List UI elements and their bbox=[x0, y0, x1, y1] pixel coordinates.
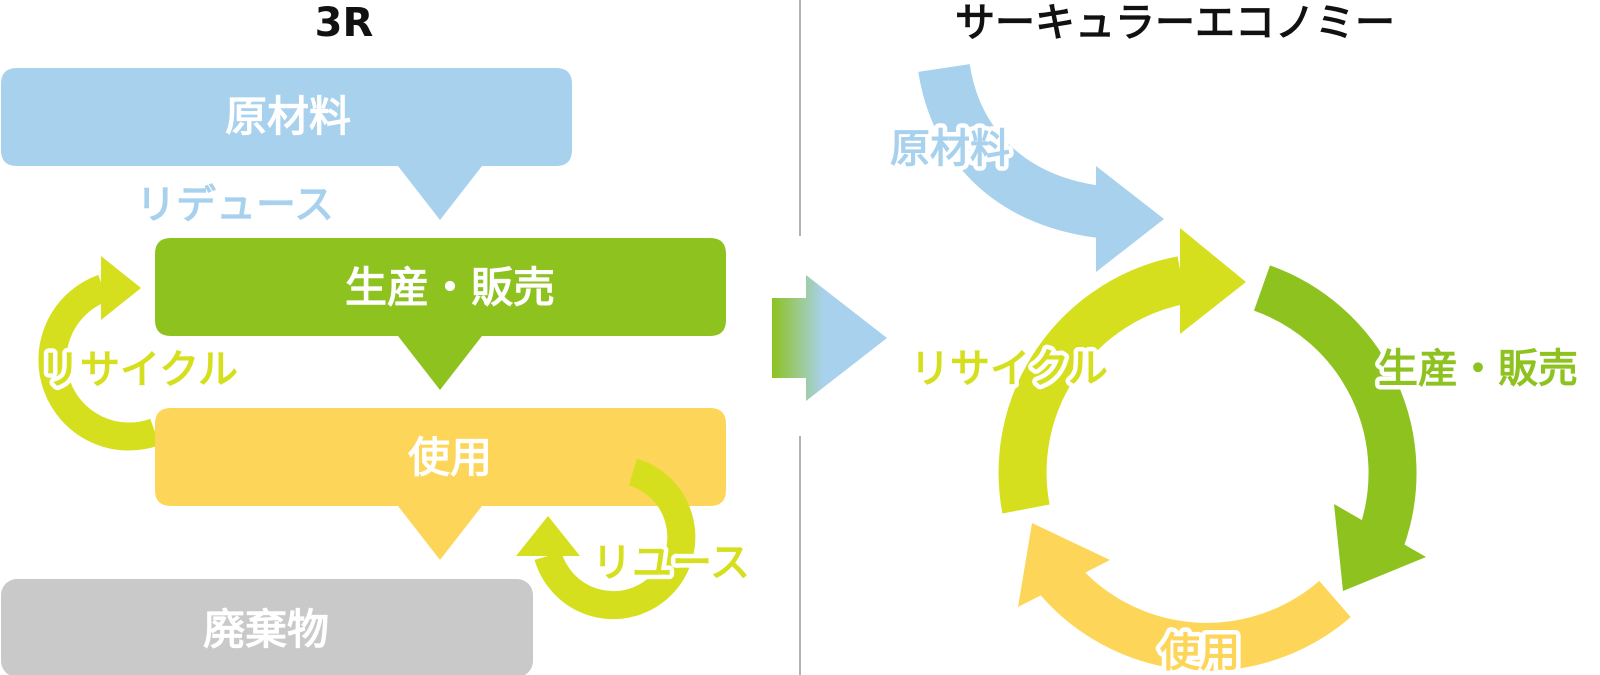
raw-material-label-right: 原材料 bbox=[890, 126, 1010, 172]
reuse-loop-arrow bbox=[516, 458, 696, 620]
production-sales-label: 生産・販売 bbox=[345, 263, 555, 312]
raw-material-box bbox=[1, 68, 572, 220]
production-sales-box bbox=[155, 238, 726, 390]
recycle-label-left: リサイクル bbox=[40, 347, 238, 393]
use-label: 使用 bbox=[408, 433, 492, 482]
reduce-label: リデュース bbox=[136, 182, 334, 228]
recycle-loop-arrow bbox=[38, 256, 160, 451]
cycle-arrow-use bbox=[1018, 523, 1351, 671]
waste-label: 廃棄物 bbox=[203, 605, 329, 654]
recycle-label-right: リサイクル bbox=[910, 346, 1108, 392]
use-box bbox=[155, 408, 726, 560]
cycle-arrow-production-sales bbox=[1253, 265, 1426, 591]
left-title: 3R bbox=[315, 0, 374, 46]
production-sales-label-right: 生産・販売 bbox=[1378, 346, 1578, 392]
right-title: サーキュラーエコノミー bbox=[955, 0, 1395, 46]
waste-box bbox=[1, 579, 533, 675]
transition-arrow bbox=[772, 275, 887, 401]
cycle-arrow-recycle bbox=[998, 228, 1246, 514]
reuse-label: リユース bbox=[592, 540, 750, 586]
use-label-right: 使用 bbox=[1160, 630, 1240, 675]
raw-material-label: 原材料 bbox=[225, 92, 351, 141]
raw-material-inflow-arrow bbox=[918, 63, 1164, 272]
